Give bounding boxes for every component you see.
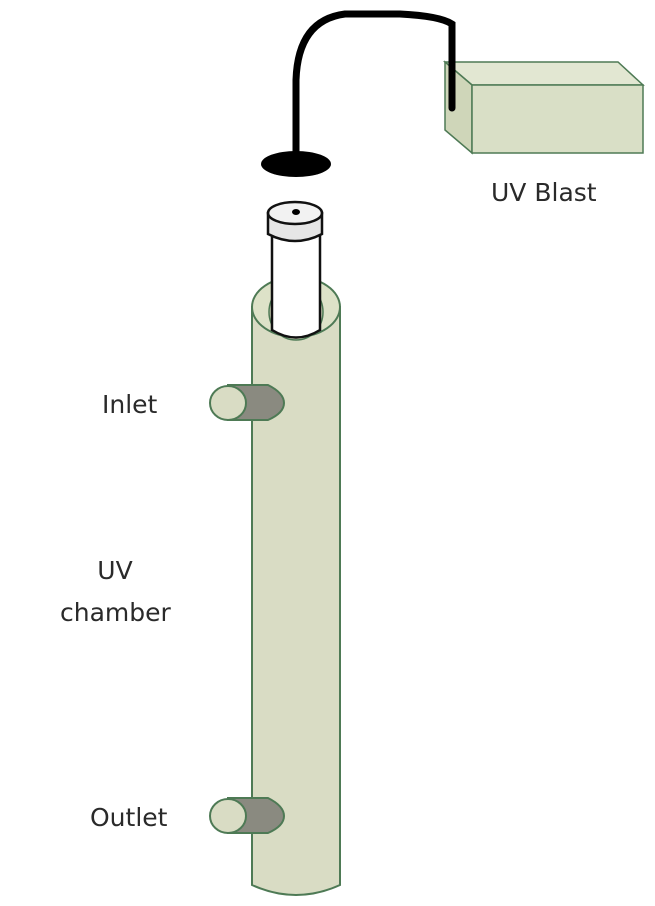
cable — [292, 10, 456, 156]
inlet-port — [209, 384, 286, 421]
outlet-port — [209, 797, 286, 834]
uv-blast-label: UV Blast — [491, 178, 597, 207]
outlet-label: Outlet — [90, 803, 168, 832]
uv-chamber-label-line1: UV — [97, 556, 133, 585]
uv-chamber-label-line2: chamber — [60, 598, 171, 627]
inlet-label: Inlet — [102, 390, 158, 419]
uv-blast-box — [442, 60, 645, 155]
quartz-sleeve — [270, 228, 322, 339]
sleeve-cap — [266, 200, 324, 243]
lamp-connector-disc — [261, 151, 331, 177]
